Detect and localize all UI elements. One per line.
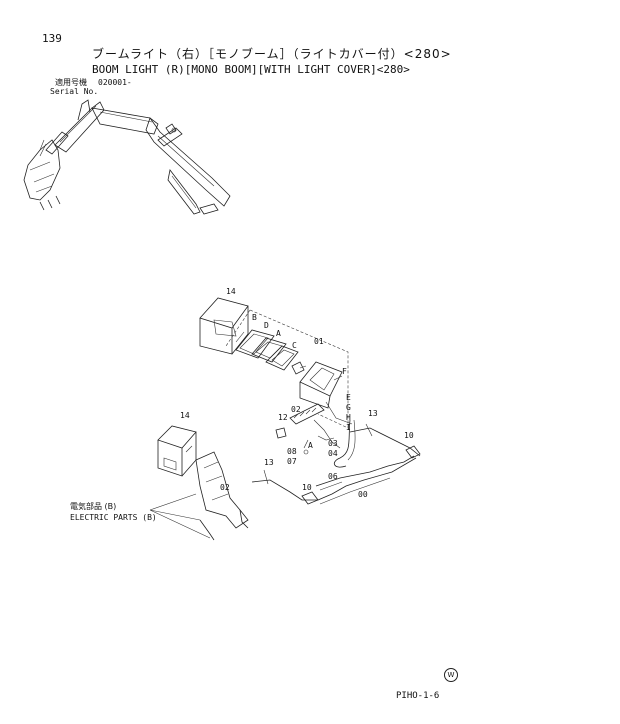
page-code: PIHO-1-6 xyxy=(396,691,440,701)
callout-10-right: 10 xyxy=(404,431,414,440)
callout-c: C xyxy=(292,341,297,350)
excavator-boom-illustration xyxy=(23,99,231,215)
callout-02-lower: 02 xyxy=(220,483,230,492)
callout-d: D xyxy=(264,321,269,330)
callout-10-lower: 10 xyxy=(302,483,312,492)
serial-number: 020001- xyxy=(98,78,132,87)
callout-g: G xyxy=(346,403,351,412)
callout-07: 07 xyxy=(287,457,297,466)
callout-labels: 14 B D A C 01 F E G H I 12 02 03 04 08 0… xyxy=(180,287,414,499)
callout-03: 03 xyxy=(328,439,338,448)
lower-assembly xyxy=(149,425,417,541)
callout-a-small: A xyxy=(308,441,313,450)
callout-13-right: 13 xyxy=(368,409,378,418)
callout-02-upper: 02 xyxy=(291,405,301,414)
serial-label-japanese: 適用号機 xyxy=(55,78,87,87)
callout-14-lower: 14 xyxy=(180,411,190,420)
harness-right xyxy=(315,423,421,491)
callout-08: 08 xyxy=(287,447,297,456)
callout-12: 12 xyxy=(278,413,288,422)
callout-13-lower: 13 xyxy=(264,458,274,467)
serial-label-english: Serial No. xyxy=(50,87,99,96)
callout-b: B xyxy=(252,313,257,322)
callout-06: 06 xyxy=(328,472,338,481)
title-japanese: ブームライト（右）［モノブーム］（ライトカバー付）<280> xyxy=(92,47,452,61)
callout-04: 04 xyxy=(328,449,338,458)
callout-a: A xyxy=(276,329,281,338)
title-english: BOOM LIGHT (R)[MONO BOOM][WITH LIGHT COV… xyxy=(92,63,410,76)
callout-e: E xyxy=(346,393,351,402)
callout-h: H xyxy=(346,413,351,422)
callout-i: I xyxy=(346,423,351,432)
light-cover-assembly xyxy=(199,297,356,468)
callout-f: F xyxy=(342,367,347,376)
w-mark-icon: W xyxy=(444,668,458,682)
page-number: 139 xyxy=(42,32,62,45)
callout-00: 00 xyxy=(358,490,368,499)
electric-parts-label-japanese: 電気部品 (B) xyxy=(70,502,117,511)
callout-14-upper: 14 xyxy=(226,287,236,296)
callout-01: 01 xyxy=(314,337,324,346)
electric-parts-label-english: ELECTRIC PARTS (B) xyxy=(70,513,157,522)
